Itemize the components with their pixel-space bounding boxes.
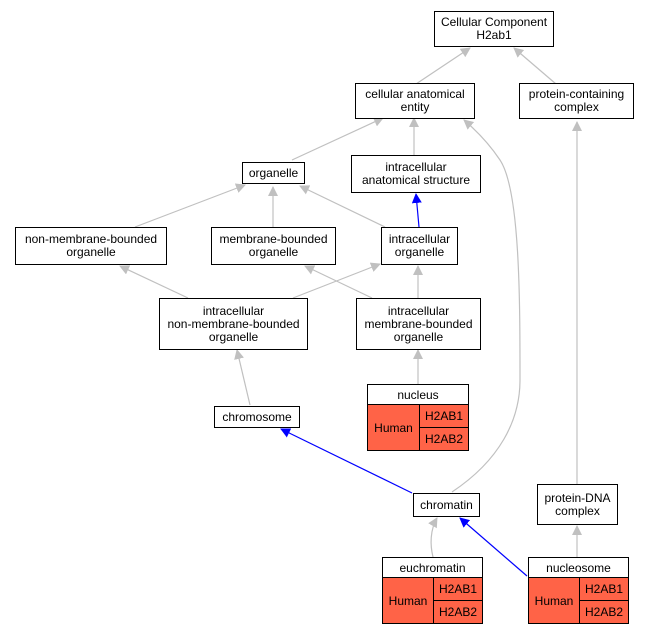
edge-imbo-to-mbo	[304, 265, 373, 299]
edge-chromatin-partof-chromosome	[280, 428, 413, 494]
nucleosome-gene-h2ab1[interactable]: H2AB1	[580, 578, 628, 601]
node-non-membrane-bounded-organelle[interactable]: non-membrane-bounded organelle	[15, 227, 167, 265]
node-protein-dna-complex[interactable]: protein-DNA complex	[537, 484, 618, 525]
node-intracellular-anatomical-structure[interactable]: intracellular anatomical structure	[351, 155, 481, 193]
edge-nmbo-to-organelle	[134, 183, 246, 228]
nucleosome-species: Human	[529, 578, 580, 623]
edge-io-partof-ias	[411, 193, 422, 228]
nucleus-species: Human	[368, 405, 420, 450]
edge-chromatin-to-cae	[451, 119, 521, 493]
euchromatin-gene-h2ab2[interactable]: H2AB2	[438, 604, 478, 619]
edge-pcc-to-root	[513, 47, 557, 85]
annotated-node-nucleosome[interactable]: nucleosome Human H2AB1 H2AB2	[528, 557, 629, 624]
node-intracellular-organelle[interactable]: intracellular organelle	[381, 227, 458, 265]
edge-euchromatin-to-chromatin	[428, 517, 438, 558]
annotated-node-euchromatin[interactable]: euchromatin Human H2AB1 H2AB2	[382, 557, 483, 624]
node-cellular-anatomical-entity[interactable]: cellular anatomical entity	[355, 83, 475, 119]
annotated-node-nucleus[interactable]: nucleus Human H2AB1 H2AB2	[367, 384, 469, 451]
euchromatin-species: Human	[383, 578, 434, 623]
node-membrane-bounded-organelle[interactable]: membrane-bounded organelle	[211, 227, 336, 265]
nucleosome-gene-h2ab2[interactable]: H2AB2	[584, 604, 624, 619]
euchromatin-annotation-table: Human H2AB1 H2AB2	[383, 578, 482, 623]
euchromatin-gene-h2ab1[interactable]: H2AB1	[434, 578, 482, 601]
nucleus-gene-h2ab1[interactable]: H2AB1	[420, 405, 468, 428]
nucleus-title: nucleus	[368, 385, 468, 405]
node-chromosome[interactable]: chromosome	[214, 406, 300, 428]
nucleus-gene-h2ab2[interactable]: H2AB2	[424, 431, 464, 446]
node-organelle[interactable]: organelle	[242, 162, 305, 184]
edge-chromosome-to-inmbo	[234, 349, 251, 406]
edge-io-to-organelle	[299, 185, 386, 228]
edge-nucleosome-partof-chromatin	[459, 517, 528, 577]
edge-inmbo-to-nmbo	[119, 265, 189, 299]
edge-organelle-to-cae	[291, 117, 384, 161]
node-chromatin[interactable]: chromatin	[413, 493, 480, 517]
nucleosome-annotation-table: Human H2AB1 H2AB2	[529, 578, 628, 623]
node-cellular-component-root[interactable]: Cellular Component H2ab1	[434, 11, 554, 47]
node-intracellular-membrane-bounded-organelle[interactable]: intracellular membrane-bounded organelle	[356, 298, 481, 350]
node-protein-containing-complex[interactable]: protein-containing complex	[519, 83, 634, 119]
nucleus-annotation-table: Human H2AB1 H2AB2	[368, 405, 468, 450]
edge-cae-to-root	[415, 47, 471, 85]
node-intracellular-non-membrane-bounded-organelle[interactable]: intracellular non-membrane-bounded organ…	[159, 298, 308, 350]
nucleosome-title: nucleosome	[529, 558, 628, 578]
euchromatin-title: euchromatin	[383, 558, 482, 578]
